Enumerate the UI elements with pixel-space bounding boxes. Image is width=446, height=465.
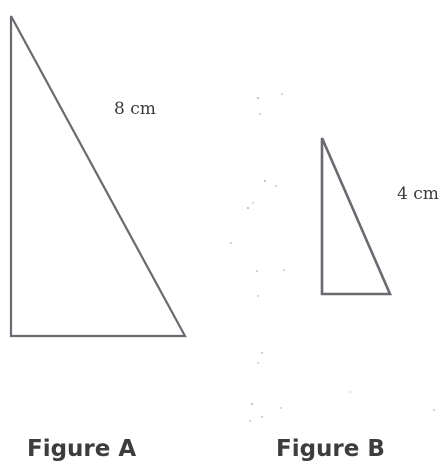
divider-specks bbox=[230, 93, 435, 422]
figure-b-side-label: 4 cm bbox=[397, 184, 439, 204]
figure-b-caption: Figure B bbox=[276, 436, 385, 462]
figure-a-side-label: 8 cm bbox=[114, 99, 156, 119]
figure-b-triangle bbox=[320, 137, 392, 296]
figure-a-caption: Figure A bbox=[27, 436, 136, 462]
figure-b: 4 cm Figure B bbox=[276, 137, 439, 462]
figure-a: 8 cm Figure A bbox=[9, 15, 187, 462]
figure-a-triangle bbox=[9, 15, 187, 338]
